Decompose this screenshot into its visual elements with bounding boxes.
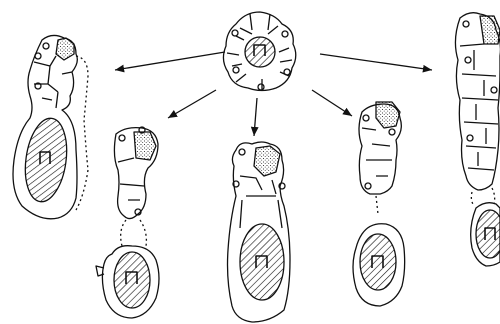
nucleus-center [240, 224, 284, 300]
nucleus-left [114, 252, 150, 308]
arrow-far-left [115, 52, 225, 70]
embryo-right [353, 102, 405, 306]
embryo-center [228, 142, 291, 322]
arrow-down [254, 98, 257, 136]
arrow-right [312, 90, 352, 116]
nucleus-far-left [20, 116, 71, 205]
arrow-left [168, 90, 216, 118]
central-cell-cluster [223, 12, 295, 91]
central-nucleus [245, 37, 275, 67]
embryo-far-right [455, 13, 500, 266]
nucleus-right [360, 234, 396, 290]
embryo-far-left [13, 35, 88, 218]
embryo-left [96, 127, 159, 318]
nucleus-far-right [476, 210, 500, 258]
arrow-far-right [320, 54, 432, 70]
